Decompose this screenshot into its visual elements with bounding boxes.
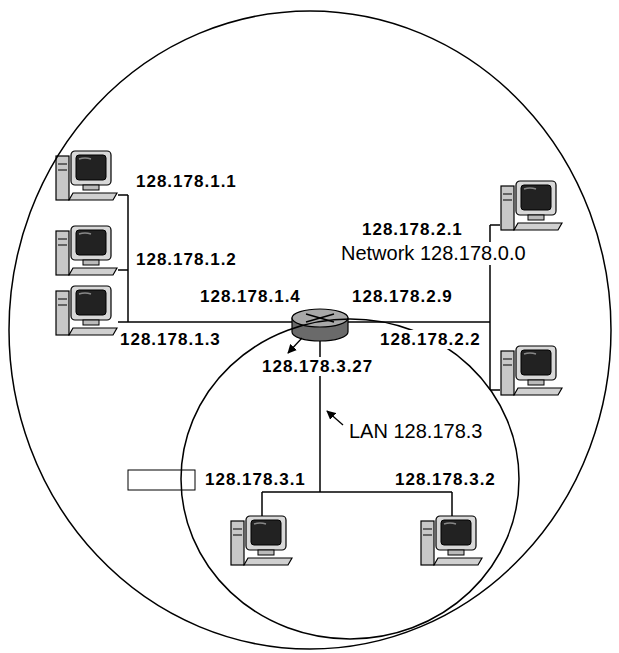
ip-address: 128.178.3.2 [395, 470, 496, 489]
ip-address: 128.178.2.9 [352, 287, 453, 306]
leader-arrow [327, 411, 343, 425]
ip-address: 128.178.1.1 [136, 172, 237, 191]
circle-outline [8, 10, 612, 650]
empty-box [128, 470, 195, 490]
ip-address: 128.178.1.3 [120, 330, 221, 349]
ip-address: 128.178.2.2 [380, 330, 481, 349]
ip-address: 128.178.1.2 [136, 250, 237, 269]
router-symbol [292, 309, 348, 341]
ip-address: 128.178.1.4 [200, 287, 301, 306]
ip-address: 128.178.3.27 [262, 357, 373, 376]
network-label: Network 128.178.0.0 [340, 242, 527, 265]
computers [56, 151, 562, 565]
leader-arrow [288, 338, 302, 353]
ip-address: 128.178.2.1 [362, 220, 463, 239]
network-circle: Network 128.178.0.0LAN 128.178.3 [8, 10, 612, 650]
network-label: LAN 128.178.3 [348, 420, 483, 443]
ip-address: 128.178.3.1 [205, 470, 306, 489]
